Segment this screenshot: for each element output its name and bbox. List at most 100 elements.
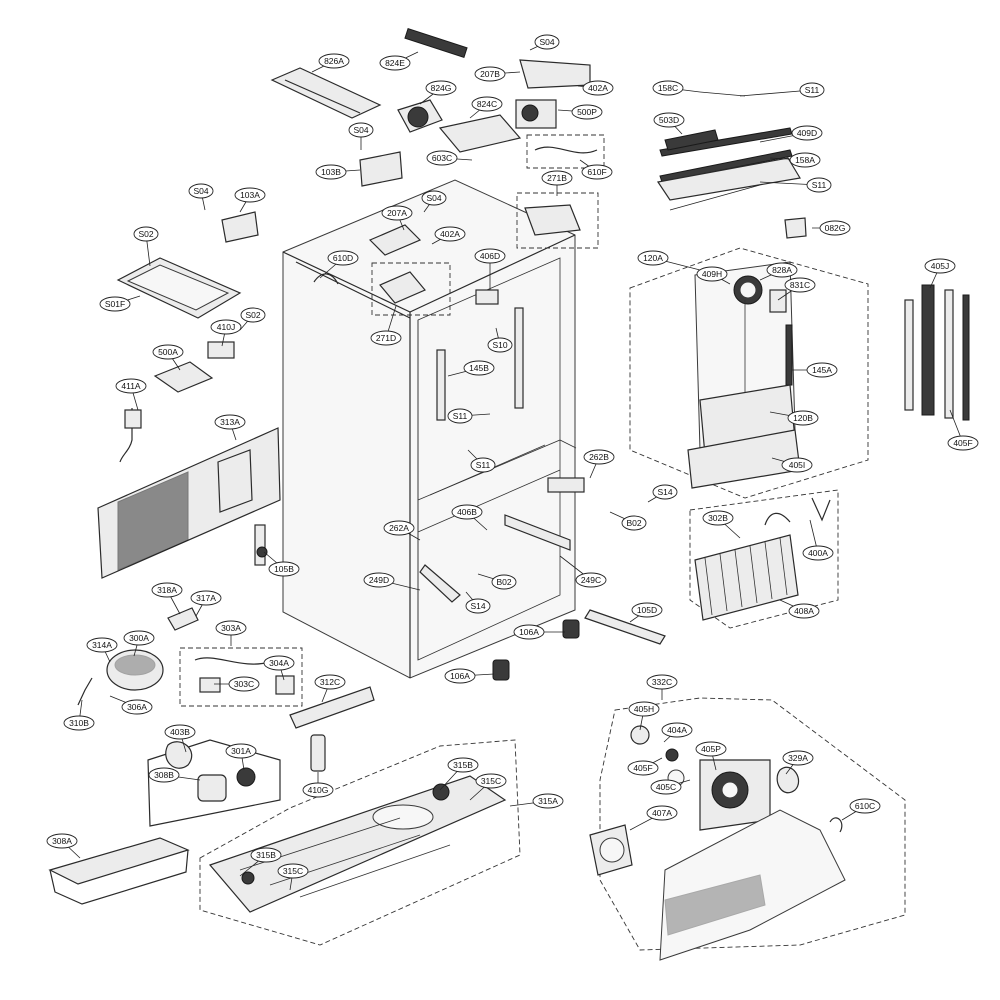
label-text: 207B (480, 69, 500, 79)
label-bubble (348, 122, 374, 138)
label-bubble (802, 545, 834, 561)
label-text: 145A (812, 365, 832, 375)
label-bubble (532, 793, 564, 809)
part-label-405f: 405F (947, 409, 979, 451)
part-label-b02: B02 (609, 511, 647, 531)
part-label-145a: 145A (792, 362, 838, 378)
label-text: 405I (789, 460, 806, 470)
label-bubble (487, 337, 513, 353)
part-label-s04: S04 (348, 122, 374, 150)
label-bubble (46, 833, 78, 849)
part-label-s10: S10 (487, 327, 513, 353)
label-text: 405F (633, 763, 652, 773)
part-label-318a: 318A (151, 582, 183, 615)
part-label-303a: 303A (215, 620, 247, 646)
label-text: S10 (492, 340, 507, 350)
part-label-158c: 158C (652, 80, 701, 96)
label-bubble (190, 590, 222, 606)
label-text: 404A (667, 725, 687, 735)
part-label-317a: 317A (190, 590, 222, 617)
label-bubble (99, 296, 131, 312)
label-bubble (791, 125, 823, 141)
label-bubble (314, 674, 346, 690)
label-text: 402A (440, 229, 460, 239)
part-label-s04: S04 (529, 34, 560, 51)
label-text: 409D (797, 128, 817, 138)
label-text: 828A (772, 265, 792, 275)
label-bubble (806, 362, 838, 378)
part-label-306a: 306A (109, 695, 153, 715)
part-label-404a: 404A (661, 722, 693, 743)
part-label-s11: S11 (467, 449, 496, 473)
part-label-411a: 411A (115, 378, 147, 411)
label-bubble (924, 258, 956, 274)
label-text: 824E (385, 58, 405, 68)
label-bubble (784, 277, 816, 293)
label-text: 409H (702, 269, 722, 279)
label-text: 314A (92, 640, 112, 650)
part-label-s11: S11 (759, 177, 832, 193)
label-bubble (381, 205, 413, 221)
label-bubble (152, 344, 184, 360)
label-bubble (849, 798, 881, 814)
top-parts (221, 28, 605, 243)
part-label-s04: S04 (188, 183, 214, 211)
label-bubble (653, 112, 685, 128)
part-label-207b: 207B (474, 66, 521, 82)
label-bubble (819, 220, 851, 236)
label-text: 315C (481, 776, 501, 786)
part-label-103b: 103B (315, 164, 361, 180)
part-label-s02: S02 (133, 226, 159, 267)
part-label-400a: 400A (802, 519, 834, 561)
part-label-402a: 402A (577, 80, 614, 96)
label-text: 271B (547, 173, 567, 183)
label-text: 603C (432, 153, 452, 163)
label-text: 402A (588, 83, 608, 93)
label-bubble (571, 104, 603, 120)
part-label-409h: 409H (696, 266, 731, 285)
evaporator-group (547, 477, 839, 629)
part-label-610d: 610D (319, 250, 359, 279)
part-label-106a: 106A (513, 624, 565, 640)
label-text: 406B (457, 507, 477, 517)
label-text: 300A (129, 633, 149, 643)
label-bubble (534, 34, 560, 50)
label-text: S02 (138, 229, 153, 239)
part-label-405c: 405C (650, 779, 691, 795)
label-text: 318A (157, 585, 177, 595)
label-bubble (474, 66, 506, 82)
part-label-332c: 332C (646, 674, 678, 700)
label-bubble (363, 572, 395, 588)
part-label-308b: 308B (148, 767, 201, 783)
label-text: 826A (324, 56, 344, 66)
part-label-271b: 271B (541, 170, 573, 196)
label-text: 400A (808, 548, 828, 558)
label-text: 249D (369, 575, 389, 585)
label-text: 406D (480, 251, 500, 261)
label-text: 610C (855, 801, 875, 811)
label-bubble (434, 226, 466, 242)
part-label-315c: 315C (469, 773, 507, 801)
part-label-408a: 408A (779, 599, 820, 619)
part-label-262b: 262B (583, 449, 615, 479)
label-text: 262A (389, 523, 409, 533)
label-text: 106A (519, 627, 539, 637)
label-text: 332C (652, 677, 672, 687)
label-bubble (541, 170, 573, 186)
label-bubble (451, 504, 483, 520)
label-bubble (188, 183, 214, 199)
label-bubble (491, 574, 517, 590)
label-text: 315B (256, 850, 276, 860)
label-bubble (696, 266, 728, 282)
part-label-105b: 105B (263, 551, 300, 577)
part-label-082g: 082G (812, 220, 851, 236)
label-text: 301A (231, 746, 251, 756)
part-label-410j: 410J (210, 319, 242, 347)
part-label-406d: 406D (474, 248, 506, 290)
part-label-120a: 120A (637, 250, 701, 271)
label-text: 310B (69, 718, 89, 728)
part-label-105d: 105D (629, 602, 663, 623)
label-bubble (782, 750, 814, 766)
label-bubble (463, 360, 495, 376)
part-label-824g: 824G (419, 80, 457, 105)
